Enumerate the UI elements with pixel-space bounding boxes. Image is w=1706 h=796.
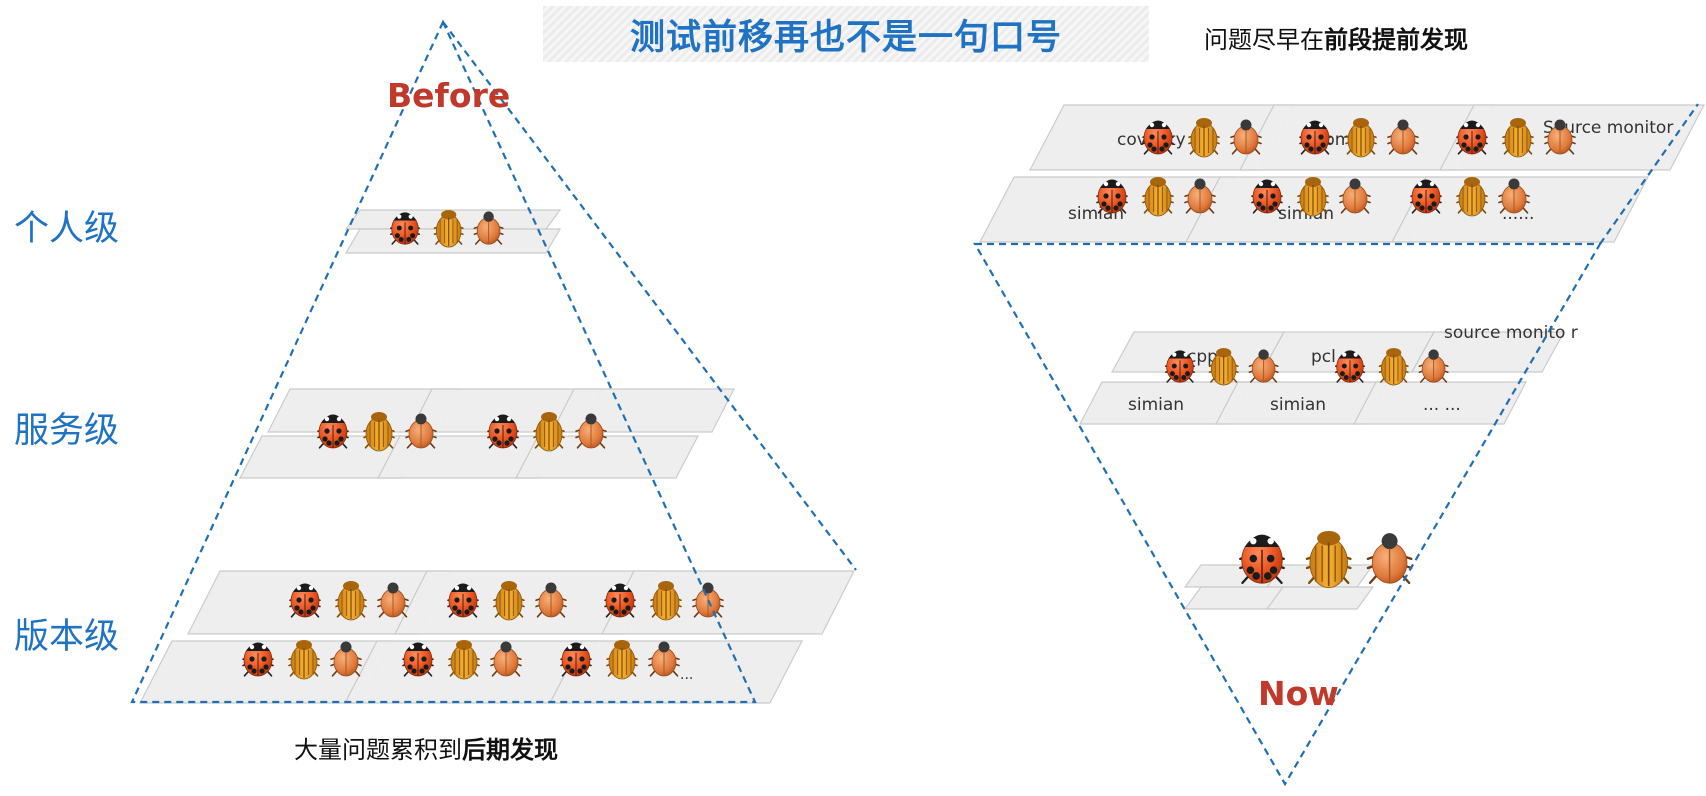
scarab-icon [1368,533,1412,583]
tool-label-simian: simian [1128,395,1184,415]
before-label: Before [387,76,510,115]
ladybug-icon [1240,535,1284,584]
tile-version [550,641,802,703]
beetle-icon [1307,531,1351,588]
tool-label-ellipsis: ... [680,667,693,683]
tile-now-bottom [1267,587,1373,609]
tool-label-source-monitor: source monito r [1444,323,1578,343]
now-label: Now [1258,674,1339,713]
tile-version [602,571,854,634]
tool-label-pcl: pcl [1311,347,1336,367]
tool-label-ellipsis: ... ... [1423,395,1461,415]
tool-label-simian: simian [1270,395,1326,415]
tile-service [552,389,734,432]
